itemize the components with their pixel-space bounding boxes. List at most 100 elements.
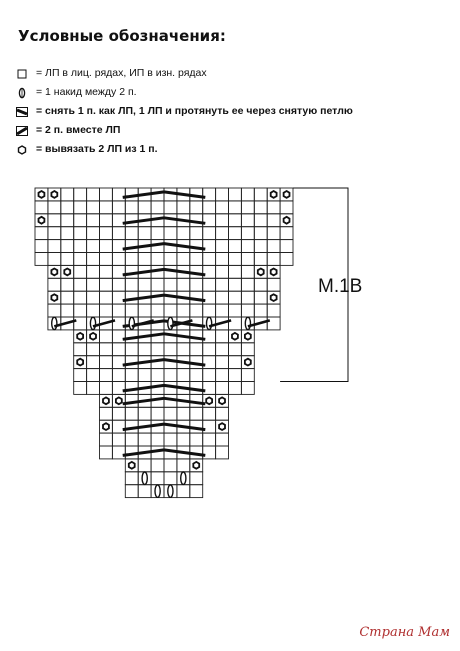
grid-cell (47, 252, 62, 266)
grid-cell (99, 252, 113, 266)
grid-cell (266, 187, 281, 202)
grid-cell (99, 419, 113, 434)
grid-cell (202, 264, 217, 279)
grid-cell (86, 342, 100, 357)
grid-cell (86, 290, 100, 305)
grid-cell (228, 264, 242, 279)
grid-cell (228, 187, 242, 202)
grid-cell (215, 239, 229, 253)
grid-cell (73, 213, 88, 228)
grid-cell (215, 252, 229, 266)
grid-cell (47, 239, 62, 253)
grid-cell (73, 277, 88, 292)
grid-cell (215, 393, 229, 408)
grid-cell (111, 406, 126, 421)
grid-cell (240, 226, 255, 241)
grid-cell (266, 226, 281, 241)
grid-cell (99, 239, 113, 253)
grid-cell (215, 368, 229, 382)
grid-cell (163, 432, 178, 447)
grid-cell (202, 445, 217, 460)
grid-cell (228, 381, 242, 395)
grid-cell (266, 239, 281, 253)
grid-cell (163, 226, 178, 241)
grid-cell (266, 277, 281, 292)
grid-cell (176, 200, 191, 215)
increase-mark (89, 331, 97, 341)
legend-item-k2tog: = 2 п. вместе ЛП (16, 123, 436, 142)
grid-cell (150, 252, 165, 266)
grid-cell (163, 200, 178, 215)
grid-cell (47, 264, 62, 279)
grid-cell (99, 226, 113, 241)
decrease-left-mark (122, 332, 165, 341)
grid-cell (202, 406, 217, 421)
grid-cell (163, 277, 178, 292)
increase-mark (282, 215, 291, 225)
grid-cell (124, 200, 139, 215)
grid-cell (99, 290, 113, 305)
grid-cell (60, 277, 75, 292)
grid-cell (228, 303, 242, 318)
grid-cell (253, 213, 268, 228)
k2tog-mark (53, 319, 77, 328)
grid-cell (240, 187, 255, 202)
grid-cell (111, 290, 126, 305)
decrease-left-mark (122, 190, 165, 199)
grid-cell (99, 277, 113, 292)
grid-cell (34, 252, 49, 266)
grid-cell (176, 303, 191, 318)
grid-cell (240, 252, 255, 266)
decrease-left-mark (122, 242, 165, 251)
grid-cell (189, 226, 204, 241)
decrease-right-mark (163, 383, 206, 393)
grid-cell (215, 355, 229, 370)
grid-cell (215, 277, 229, 292)
increase-mark (218, 396, 226, 406)
grid-cell (124, 277, 139, 292)
grid-cell (253, 200, 268, 215)
grid-cell (228, 342, 242, 357)
grid-cell (60, 290, 75, 305)
grid-cell (279, 226, 294, 241)
decrease-right-mark (163, 448, 206, 457)
grid-cell (111, 381, 126, 395)
grid-cell (73, 226, 88, 241)
k2tog-mark (170, 319, 193, 328)
grid-cell (111, 445, 126, 460)
grid-cell (99, 368, 113, 382)
grid-cell (202, 290, 217, 305)
grid-cell (60, 252, 75, 266)
yarn-over-mark (244, 316, 252, 331)
grid-cell (150, 471, 165, 486)
grid-cell (99, 213, 113, 228)
grid-cell (266, 213, 281, 228)
grid-cell (266, 200, 281, 215)
grid-cell (253, 252, 268, 266)
increase-mark (231, 331, 239, 341)
grid-cell (176, 342, 191, 357)
grid-cell (60, 239, 75, 253)
decrease-right-mark (163, 293, 206, 303)
grid-cell (253, 239, 268, 253)
grid-cell (99, 445, 113, 460)
grid-cell (202, 419, 217, 434)
grid-cell (279, 187, 294, 202)
grid-cell (34, 187, 49, 202)
grid-cell (86, 368, 100, 382)
decrease-right-mark (163, 332, 206, 341)
grid-cell (111, 226, 126, 241)
grid-cell (86, 303, 100, 318)
increase-mark (127, 460, 136, 470)
grid-cell (163, 342, 178, 357)
increase-mark (282, 189, 291, 199)
yarn-over-mark (89, 316, 97, 331)
decrease-right-mark (163, 358, 206, 367)
grid-cell (228, 226, 242, 241)
grid-cell (99, 329, 113, 344)
grid-cell (240, 290, 255, 305)
grid-cell (150, 406, 165, 421)
grid-cell (111, 329, 126, 344)
grid-cell (150, 277, 165, 292)
grid-cell (73, 187, 88, 202)
